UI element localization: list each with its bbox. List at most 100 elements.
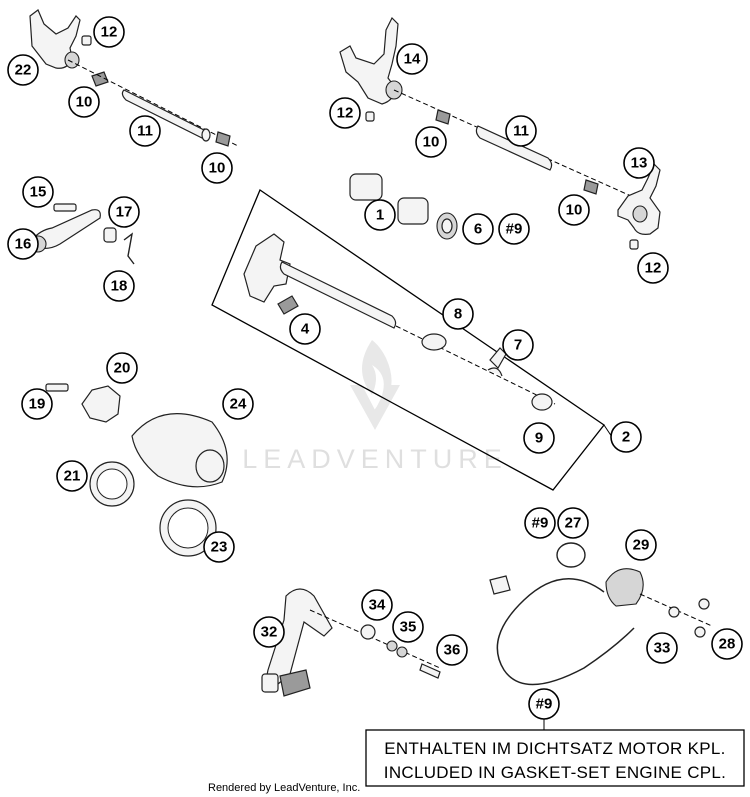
- svg-text:24: 24: [230, 396, 247, 413]
- washer-34: [360, 624, 376, 640]
- callout-2: 2: [610, 421, 642, 453]
- svg-text:12: 12: [645, 260, 662, 277]
- note: #9 ENTHALTEN IM DICHTSATZ MOTOR KPL. INC…: [365, 688, 745, 787]
- callout-10: 10: [201, 152, 233, 184]
- shift-lever-tip: [279, 669, 311, 697]
- callout-19: 19: [21, 388, 53, 420]
- shift-fork-14-assembly: [339, 16, 661, 250]
- screw-28a: [698, 598, 710, 610]
- shift-drum-end: [195, 449, 225, 483]
- note-line-english: INCLUDED IN GASKET-SET ENGINE CPL.: [384, 763, 726, 782]
- assembly-frame: [211, 189, 605, 491]
- watermark-text: LEADVENTURE: [242, 444, 508, 474]
- svg-text:9: 9: [535, 430, 543, 447]
- callout-18: 18: [103, 270, 135, 302]
- svg-text:10: 10: [423, 134, 440, 151]
- note-line-german: ENTHALTEN IM DICHTSATZ MOTOR KPL.: [384, 739, 725, 758]
- svg-text:13: 13: [631, 155, 648, 172]
- svg-text:34: 34: [369, 597, 386, 614]
- axis-shift-shaft: [395, 325, 556, 405]
- callout-9-ref: #9: [498, 213, 530, 245]
- callout-11: 11: [129, 115, 161, 147]
- svg-text:27: 27: [565, 515, 582, 532]
- svg-text:19: 19: [29, 396, 46, 413]
- callout-12: 12: [637, 252, 669, 284]
- detent-lever-16: [31, 209, 101, 250]
- svg-text:#9: #9: [532, 515, 549, 532]
- callout-9-ref: #9: [524, 507, 556, 539]
- screw-28b: [694, 626, 706, 638]
- callout-33: 33: [646, 632, 678, 664]
- spring-10-c: [435, 109, 451, 125]
- pin-12-right: [629, 239, 639, 250]
- sensor-connector: [489, 575, 511, 595]
- washer-33: [668, 606, 680, 618]
- shift-drum-star-20: [81, 385, 121, 423]
- washer-8: [421, 333, 447, 351]
- callout-9: 9: [523, 422, 555, 454]
- svg-text:8: 8: [454, 306, 462, 323]
- callout-35: 35: [392, 611, 424, 643]
- svg-text:15: 15: [30, 184, 47, 201]
- callout-10: 10: [415, 126, 447, 158]
- callout-8: 8: [442, 298, 474, 330]
- callout-22: 22: [7, 54, 39, 86]
- svg-text:12: 12: [101, 24, 118, 41]
- callout-12: 12: [93, 16, 125, 48]
- callout-11: 11: [505, 115, 537, 147]
- svg-text:21: 21: [64, 468, 81, 485]
- callout-27: 27: [557, 507, 589, 539]
- note-box: [365, 729, 745, 787]
- svg-text:20: 20: [114, 360, 131, 377]
- bushing-17: [103, 227, 117, 243]
- svg-text:6: 6: [474, 221, 482, 238]
- callouts: 12 22 10 11 10 14 12 10 11 13 10 12 1 6 …: [7, 16, 743, 666]
- svg-text:22: 22: [15, 62, 32, 79]
- svg-text:1: 1: [376, 207, 384, 224]
- needle-bearing-1b: [397, 197, 429, 225]
- bearing-group: [349, 173, 458, 240]
- pin-12-top-right: [365, 111, 375, 122]
- svg-text:14: 14: [404, 51, 421, 68]
- shift-shaft: [279, 261, 397, 329]
- screw-19: [45, 383, 69, 392]
- svg-text:23: 23: [211, 539, 228, 556]
- svg-text:29: 29: [633, 537, 650, 554]
- svg-text:#9: #9: [506, 221, 523, 238]
- rod-11-end: [201, 128, 211, 142]
- spring-10-a: [91, 71, 109, 87]
- svg-text:11: 11: [137, 123, 153, 140]
- washer-35b: [396, 646, 408, 658]
- axis-sensor: [639, 593, 713, 627]
- spring-10-d: [583, 179, 599, 195]
- screw-36: [419, 663, 441, 679]
- svg-text:4: 4: [301, 321, 310, 338]
- svg-text:#9: #9: [536, 696, 553, 713]
- washer-35a: [386, 640, 398, 652]
- callout-12: 12: [329, 97, 361, 129]
- svg-text:11: 11: [513, 123, 529, 140]
- svg-text:17: 17: [116, 204, 133, 221]
- svg-text:28: 28: [719, 636, 736, 653]
- callout-4: 4: [289, 313, 321, 345]
- callout-17: 17: [108, 196, 140, 228]
- callout-32: 32: [253, 616, 285, 648]
- callout-6: 6: [462, 213, 494, 245]
- callout-34: 34: [361, 589, 393, 621]
- callout-10: 10: [68, 86, 100, 118]
- shift-drum-group: [45, 383, 228, 557]
- shift-rod-11-right: [475, 125, 553, 171]
- callout-14: 14: [396, 43, 428, 75]
- spring-10-b: [215, 131, 231, 147]
- callout-16: 16: [7, 228, 39, 260]
- svg-text:10: 10: [76, 94, 93, 111]
- shift-lever-group: [261, 588, 441, 697]
- screw-15: [53, 203, 77, 212]
- svg-text:10: 10: [209, 160, 226, 177]
- fork-22-boss: [64, 51, 80, 69]
- callout-36: 36: [436, 634, 468, 666]
- return-spring-7: [487, 347, 507, 377]
- svg-text:16: 16: [15, 236, 32, 253]
- axis-top-right: [393, 89, 641, 201]
